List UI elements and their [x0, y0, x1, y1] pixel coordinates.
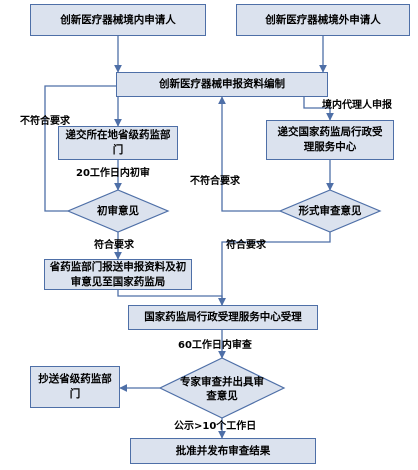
formal-review-text: 形式审查意见 [298, 205, 362, 217]
label-publicity: 公示>10个工作日 [174, 421, 257, 432]
submit-provincial-box: 递交所在地省级药监部门 [58, 126, 178, 160]
approve-publish-box: 批准并发布审查结果 [130, 438, 316, 464]
submit-national-center-box: 递交国家药监局行政受理服务中心 [266, 120, 394, 160]
label-domestic-agent: 境内代理人申报 [322, 100, 392, 111]
edge-preliminary-noncompliant-loop [44, 85, 116, 212]
national-acceptance-box: 国家药监局行政受理服务中心受理 [128, 305, 318, 330]
label-sixty-days: 60工作日内审查 [178, 340, 252, 351]
label-noncompliant-left: 不符合要求 [20, 116, 70, 127]
edge-forward-to-national [117, 290, 226, 306]
formal-review-diamond [278, 189, 382, 233]
edge-compile-to-national-center [303, 97, 334, 121]
preliminary-opinion-diamond [66, 189, 170, 233]
cc-provincial-box: 抄送省级药监部门 [30, 366, 120, 408]
expert-review-diamond [158, 357, 286, 419]
foreign-applicant-box: 创新医疗器械境外申请人 [236, 4, 410, 36]
edge-formal-to-national [218, 232, 331, 306]
compile-materials-box: 创新医疗器械申报资料编制 [116, 72, 328, 97]
edge-formal-noncompliant-loop [218, 96, 280, 212]
label-noncompliant-mid: 不符合要求 [190, 176, 240, 187]
provincial-forward-box: 省药监部门报送申报资料及初审意见至国家药监局 [44, 259, 192, 290]
preliminary-opinion-text: 初审意见 [97, 205, 139, 217]
label-twenty-days: 20工作日内初审 [76, 168, 150, 179]
domestic-applicant-box: 创新医疗器械境内申请人 [30, 4, 206, 36]
label-compliant-right: 符合要求 [226, 240, 266, 251]
label-compliant-left: 符合要求 [94, 240, 134, 251]
expert-review-text: 专家审查并出具审查意见 [180, 376, 264, 402]
